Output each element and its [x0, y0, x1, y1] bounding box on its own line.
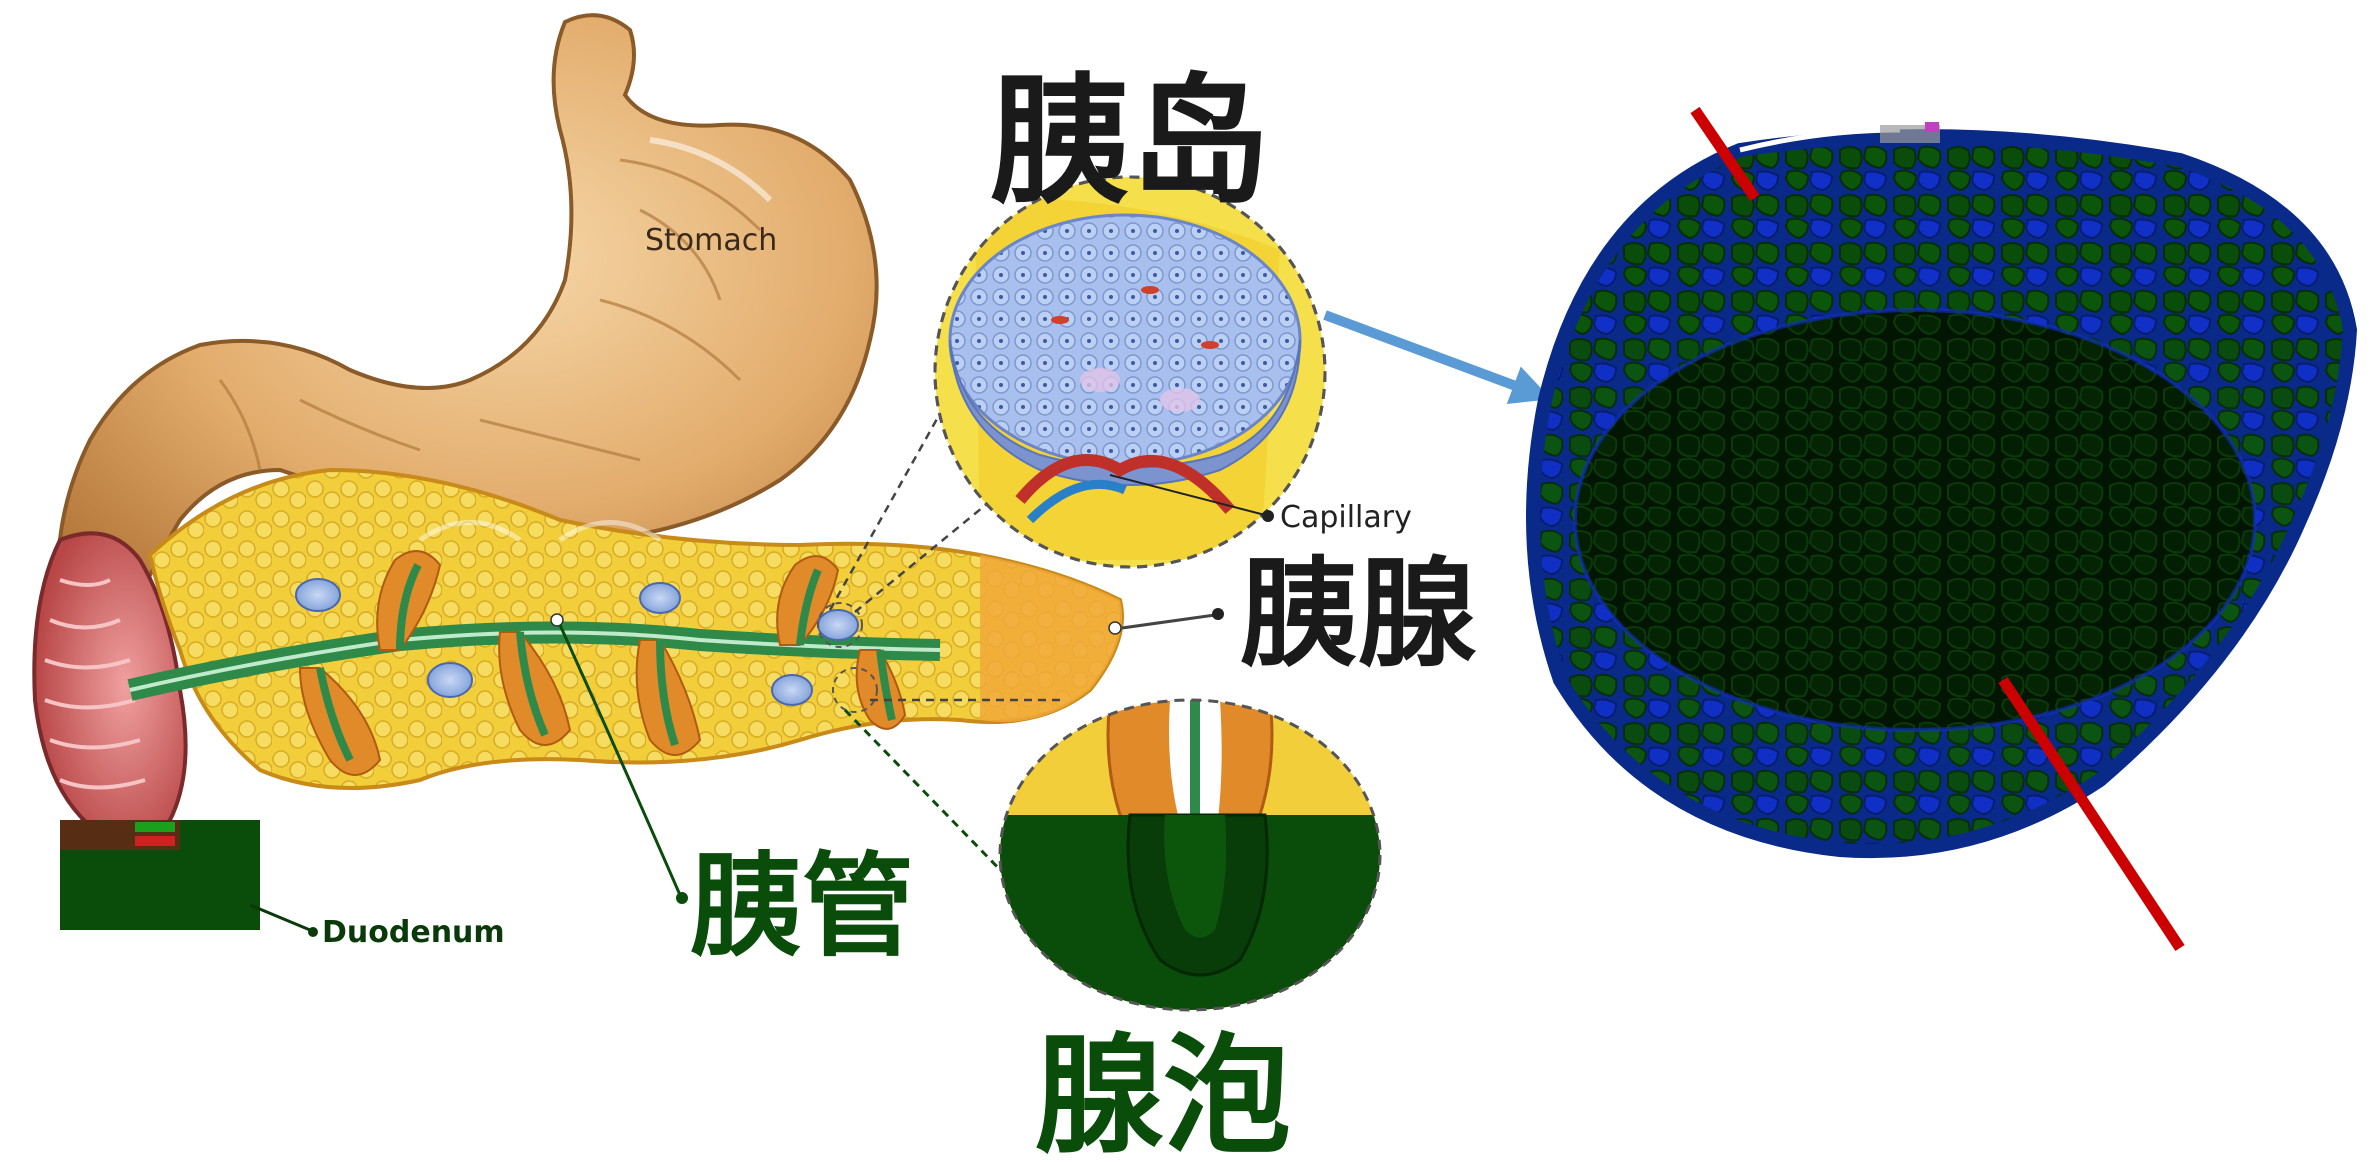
pancreatic-duct-title: 胰管 — [690, 841, 914, 972]
acinus-zoom — [1000, 700, 1380, 1025]
islet-cross-section — [1500, 100, 2371, 880]
capillary-label: Capillary — [1280, 500, 1412, 535]
acinus-title: 腺泡 — [1035, 1021, 1291, 1162]
islet-zoom: Capillary — [935, 177, 1412, 567]
zoom-arrow — [1325, 315, 1540, 395]
pancreas-title: 胰腺 — [1240, 544, 1477, 683]
duodenum-label: Duodenum — [322, 915, 505, 950]
islet-title: 胰岛 — [990, 60, 1270, 224]
stomach-label: Stomach — [645, 223, 777, 258]
